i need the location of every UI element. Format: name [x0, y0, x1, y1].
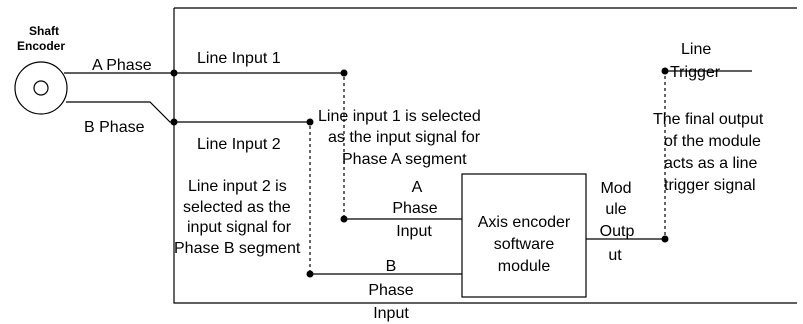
encoder-outer-circle-icon [14, 61, 68, 115]
line-input-2-end-dot [306, 118, 314, 126]
module-output-line2: ule [605, 201, 626, 218]
b-phase-junction-dot [170, 118, 178, 126]
a-phase-input-line3: Input [396, 223, 432, 240]
b-phase-input-label: B Phase Input [368, 258, 413, 322]
module-name-line3: module [498, 258, 551, 275]
input-2-note-line4: Phase B segment [174, 240, 301, 257]
module-output-label: Mod ule Outp ut [600, 180, 635, 264]
line-input-1-label: Line Input 1 [197, 50, 281, 67]
b-phase-input-line2: Phase [368, 282, 413, 299]
module-output-line3: Outp [600, 223, 635, 240]
module-output-dot [661, 235, 669, 243]
input-2-note-line3: input signal for [187, 219, 292, 236]
module-output-line1: Mod [600, 180, 631, 197]
a-phase-input-line1: A [412, 179, 423, 196]
a-phase-junction-dot [170, 69, 178, 77]
line-trigger-label-line1: Line [681, 41, 711, 58]
b-phase-input-line1: B [386, 258, 397, 275]
axis-encoder-module-label: Axis encoder software module [478, 214, 571, 275]
final-note-line1: The final output [653, 111, 764, 128]
input-2-note-line1: Line input 2 is [188, 178, 287, 195]
shaft-encoder-label-line1: Shaft [29, 24, 59, 38]
final-note-line4: trigger signal [664, 177, 756, 194]
final-output-note: The final output of the module acts as a… [653, 111, 764, 194]
input-2-selection-note: Line input 2 is selected as the input si… [174, 178, 301, 257]
final-note-line2: of the module [664, 133, 761, 150]
line-trigger-label-line2: Trigger [670, 64, 721, 81]
shaft-encoder-label-line2: Encoder [17, 39, 65, 53]
input-1-note-line2: as the input signal for [328, 129, 481, 146]
line-input-2-label: Line Input 2 [197, 136, 281, 153]
encoder-inner-circle-icon [33, 80, 49, 96]
final-note-line3: acts as a line [664, 155, 757, 172]
input-1-selection-note: Line input 1 is selected as the input si… [318, 108, 481, 168]
module-name-line2: software [494, 236, 555, 253]
a-phase-input-label: A Phase Input [392, 179, 437, 240]
b-phase-input-line3: Input [373, 305, 409, 322]
module-output-line4: ut [608, 247, 622, 264]
axis-encoder-module-box [461, 173, 587, 298]
input-2-note-line2: selected as the [183, 199, 291, 216]
input-1-note-line3: Phase A segment [342, 151, 467, 168]
b-phase-label: B Phase [84, 119, 145, 136]
a-phase-input-line2: Phase [392, 200, 437, 217]
line-input-1-end-dot [340, 69, 348, 77]
shaft-encoder: Shaft Encoder [14, 24, 68, 115]
frame-outline [173, 7, 797, 304]
module-name-line1: Axis encoder [478, 214, 571, 231]
input-1-note-line1: Line input 1 is selected [318, 108, 481, 125]
a-phase-label: A Phase [92, 57, 152, 74]
